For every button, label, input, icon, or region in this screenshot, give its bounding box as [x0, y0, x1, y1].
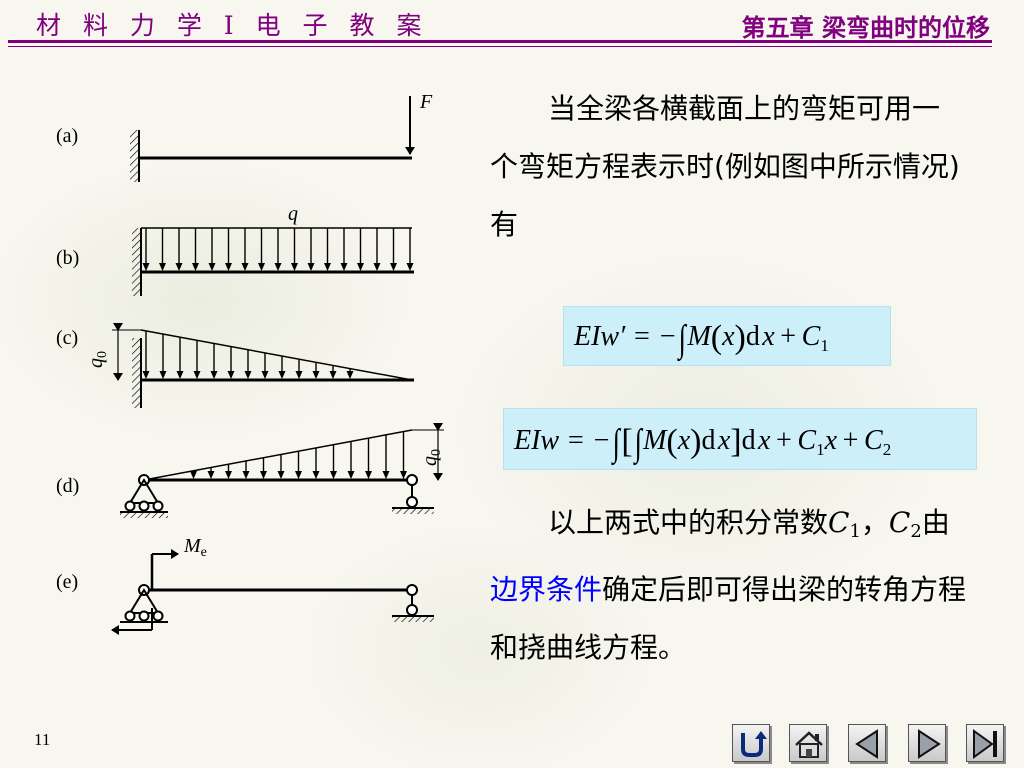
course-title: 材 料 力 学 Ⅰ 电 子 教 案: [36, 11, 429, 40]
last-page-icon: [973, 729, 997, 759]
beam-d: (d) q0: [56, 423, 444, 518]
beam-b: (b) q: [56, 203, 414, 296]
formula-deflection: EIw = −∫[∫M(x)d x]d x + C1x + C2: [503, 408, 977, 470]
constants-paragraph: 以上两式中的积分常数C1，C2由边界条件确定后即可得出梁的转角方程和挠曲线方程。: [490, 506, 967, 664]
intro-text: 当全梁各横截面上的弯矩可用一个弯矩方程表示时(例如图中所示情况)有: [490, 92, 960, 241]
last-page-button[interactable]: [966, 724, 1004, 762]
load-q-label: q: [288, 203, 298, 225]
page-number: 11: [34, 730, 51, 749]
next-icon: [918, 729, 941, 759]
chapter-title: 第五章 梁弯曲时的位移: [741, 13, 990, 42]
load-F-label: F: [419, 91, 433, 113]
header-rule: [8, 40, 992, 43]
load-q0-label-d: q0: [419, 449, 444, 466]
label-d: (d): [56, 475, 79, 497]
return-icon: [741, 731, 767, 757]
beam-a: (a) F: [56, 91, 433, 182]
label-b: (b): [56, 247, 79, 269]
label-e: (e): [56, 571, 78, 593]
formula-slope: EIw′ = −∫M(x)d x + C1: [563, 306, 891, 366]
boundary-conditions-link[interactable]: 边界条件: [490, 573, 603, 606]
header-rule-thin: [8, 46, 992, 47]
moment-label: Me: [183, 535, 207, 560]
label-a: (a): [56, 125, 78, 147]
beam-c: (c) q0: [56, 323, 414, 408]
home-button[interactable]: [789, 724, 827, 762]
label-c: (c): [56, 327, 78, 349]
beam-e: (e) Me: [56, 535, 434, 635]
next-button[interactable]: [908, 724, 946, 762]
triangular-load-arrows-c: [142, 330, 354, 379]
uniform-load-arrows: [142, 228, 414, 271]
home-icon: [795, 731, 823, 758]
return-button[interactable]: [732, 724, 770, 762]
load-q0-label-c: q0: [85, 351, 110, 368]
intro-paragraph: 当全梁各横截面上的弯矩可用一个弯矩方程表示时(例如图中所示情况)有: [490, 80, 960, 254]
previous-button[interactable]: [848, 724, 886, 762]
triangular-load-arrows-d: [190, 431, 407, 479]
previous-icon: [855, 729, 878, 759]
beam-diagrams: (a) F (b) q (c) q0 (d) q0: [56, 91, 444, 635]
